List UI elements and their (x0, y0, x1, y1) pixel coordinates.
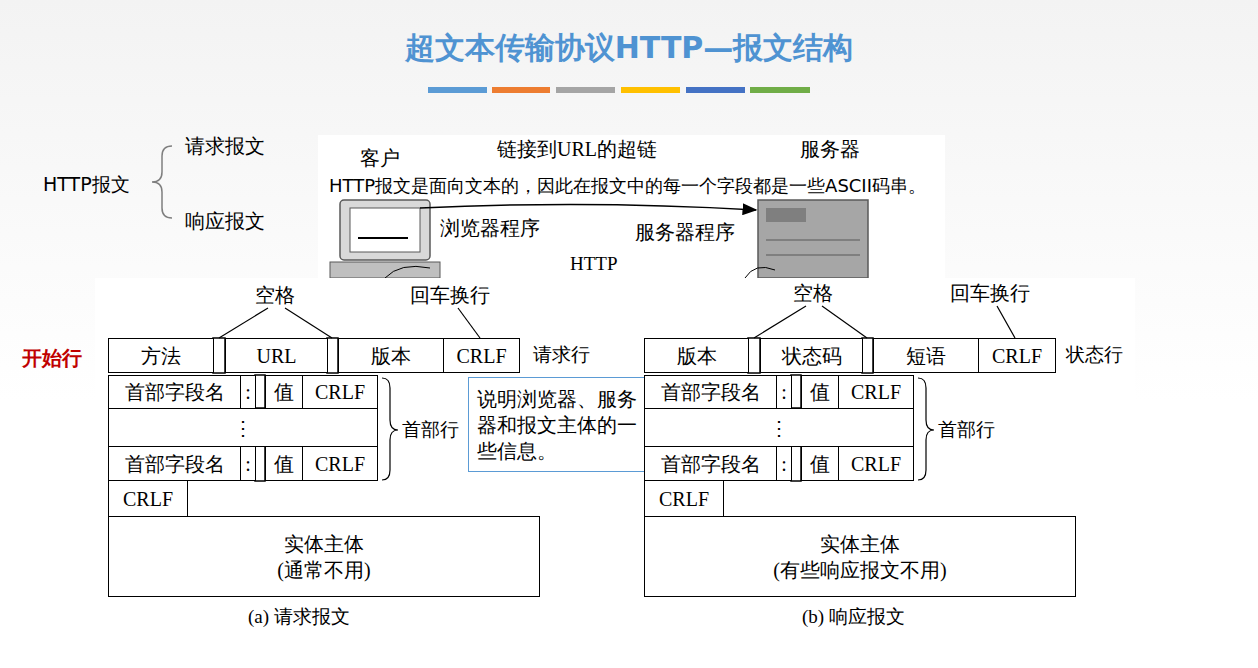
field-cell: 值 (801, 375, 839, 409)
field-text: : (781, 452, 787, 476)
field-cell: : (776, 375, 792, 409)
illustration-label: 浏览器程序 (440, 216, 540, 241)
field-text: 实体主体 (284, 532, 364, 556)
field-cell: CRLF (443, 338, 520, 373)
illustration-label: 服务器 (800, 137, 860, 162)
field-text: 值 (274, 452, 294, 476)
field-cell: 状态码 (760, 338, 863, 373)
field-text: (有些响应报文不用) (773, 558, 946, 582)
field-cell: : (776, 446, 792, 481)
note: HTTP报文是面向文本的，因此在报文中的每一个字段都是一些ASCII码串。 (327, 174, 928, 197)
row-annotation: 首部行 (402, 418, 459, 442)
field-annotation: 回车换行 (950, 281, 1030, 306)
illustration-ground (318, 135, 945, 278)
field-cell: CRLF (978, 338, 1056, 373)
field-cell: CRLF (302, 446, 378, 481)
leader-lines (219, 306, 1015, 338)
field-cell: CRLF (302, 375, 378, 409)
field-cell: 值 (801, 446, 839, 481)
sub-caption: (a) 请求报文 (248, 605, 350, 629)
entity-body-box: 实体主体(通常不用) (108, 516, 540, 597)
field-text: CRLF (992, 344, 1042, 368)
client-computer (330, 200, 440, 278)
row-annotation: 状态行 (1066, 343, 1123, 367)
field-cell: 值 (265, 446, 303, 481)
field-text: 短语 (906, 344, 946, 368)
illustration-label: 服务器程序 (635, 220, 735, 245)
field-cell: 首部字段名 (108, 446, 241, 481)
illustration-label: 客户 (360, 146, 400, 171)
field-cell: CRLF (644, 480, 724, 517)
field-text: : (781, 380, 787, 404)
field-cell: URL (225, 338, 328, 373)
field-text: URL (257, 344, 297, 368)
brace (152, 146, 172, 218)
title: 超文本传输协议HTTP—报文结构 (0, 28, 1258, 69)
field-text: CRLF (123, 487, 173, 511)
field-text: 实体主体 (820, 532, 900, 556)
field-cell: 首部字段名 (644, 446, 777, 481)
field-cell: : (240, 446, 256, 481)
field-cell: CRLF (108, 480, 188, 517)
field-text: 版本 (677, 344, 717, 368)
entity-body-box: 实体主体(有些响应报文不用) (644, 516, 1076, 597)
field-annotation: 空格 (255, 283, 295, 308)
field-cell: ⋮ (108, 408, 378, 447)
field-text: CRLF (315, 452, 365, 476)
row-annotation: 开始行 (22, 346, 82, 371)
callout-text: 说明浏览器、服务器和报文主体的一些信息。 (477, 386, 649, 464)
field-text: 值 (274, 380, 294, 404)
field-text: ⋮ (769, 416, 789, 440)
branch-label: 响应报文 (185, 209, 265, 234)
field-text: 值 (810, 380, 830, 404)
field-cell: CRLF (838, 375, 914, 409)
field-cell: ⋮ (644, 408, 914, 447)
server-tower (745, 200, 868, 278)
field-text: 首部字段名 (661, 380, 761, 404)
field-text: CRLF (456, 344, 506, 368)
field-annotation: 回车换行 (410, 283, 490, 308)
field-text: CRLF (851, 380, 901, 404)
field-annotation: 空格 (793, 281, 833, 306)
field-cell: 首部字段名 (108, 375, 241, 409)
branch-label: 请求报文 (185, 134, 265, 159)
field-cell: 版本 (644, 338, 749, 373)
field-cell: 版本 (338, 338, 444, 373)
illustration-label: HTTP (570, 252, 618, 276)
field-text: (通常不用) (277, 558, 370, 582)
field-text: 首部字段名 (661, 452, 761, 476)
field-text: 版本 (371, 344, 411, 368)
diagram-panel (95, 278, 1135, 632)
field-cell: 短语 (873, 338, 979, 373)
field-text: CRLF (315, 380, 365, 404)
field-text: 方法 (141, 344, 181, 368)
field-text: 首部字段名 (125, 452, 225, 476)
field-text: CRLF (659, 487, 709, 511)
field-cell: CRLF (838, 446, 914, 481)
field-cell: 值 (265, 375, 303, 409)
group-label: HTTP报文 (43, 172, 130, 196)
row-annotation: 首部行 (938, 418, 995, 442)
field-text: ⋮ (233, 416, 253, 440)
field-text: : (245, 452, 251, 476)
field-text: 值 (810, 452, 830, 476)
illustration-label: 链接到URL的超链 (497, 137, 657, 162)
hyperlink-arrow (420, 204, 756, 210)
field-text: : (245, 380, 251, 404)
field-text: 首部字段名 (125, 380, 225, 404)
field-cell: 方法 (108, 338, 214, 373)
color-bars (428, 87, 810, 93)
sub-caption: (b) 响应报文 (802, 605, 905, 629)
field-cell: : (240, 375, 256, 409)
field-text: 状态码 (782, 344, 842, 368)
field-text: CRLF (851, 452, 901, 476)
field-cell: 首部字段名 (644, 375, 777, 409)
callout-box: 说明浏览器、服务器和报文主体的一些信息。 (468, 377, 658, 472)
row-annotation: 请求行 (533, 343, 590, 367)
